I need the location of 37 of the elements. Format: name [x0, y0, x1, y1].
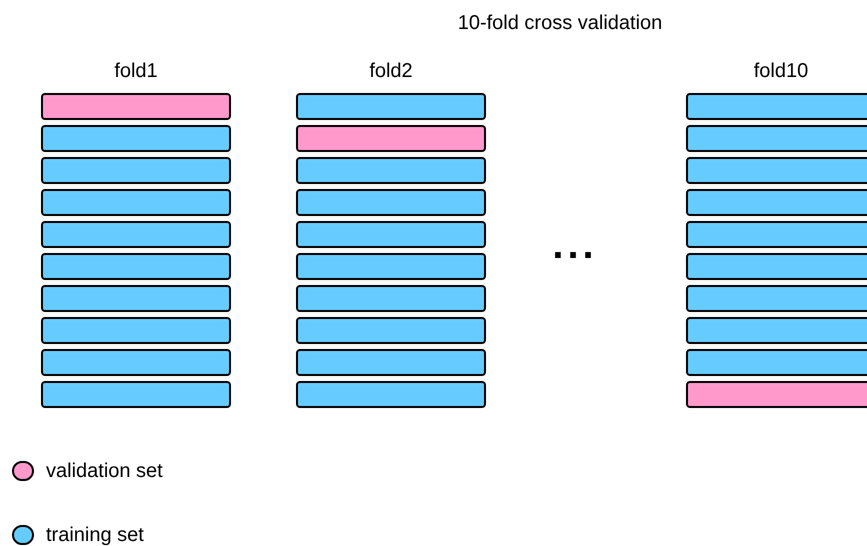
- validation-bar: [296, 125, 486, 152]
- training-bar: [41, 285, 231, 312]
- fold-label: fold1: [113, 59, 159, 84]
- training-bar: [296, 381, 486, 408]
- training-bar: [686, 317, 867, 344]
- training-bar: [686, 189, 867, 216]
- training-bar: [296, 253, 486, 280]
- training-bar: [41, 157, 231, 184]
- legend-text: validation set: [46, 459, 163, 484]
- validation-bar: [41, 93, 231, 120]
- training-bar: [296, 157, 486, 184]
- training-bar: [296, 93, 486, 120]
- training-bar: [296, 317, 486, 344]
- training-bar: [41, 317, 231, 344]
- training-bar: [686, 125, 867, 152]
- training-bar: [686, 93, 867, 120]
- fold-label: fold10: [752, 59, 810, 84]
- training-bar: [686, 157, 867, 184]
- legend-text: training set: [46, 523, 144, 546]
- training-bar: [296, 285, 486, 312]
- training-bar: [686, 221, 867, 248]
- training-bar: [296, 189, 486, 216]
- training-bar: [41, 189, 231, 216]
- ellipsis: ...: [551, 222, 599, 269]
- fold-label: fold2: [368, 59, 414, 84]
- training-bar: [296, 221, 486, 248]
- validation-bar: [686, 381, 867, 408]
- training-bar: [686, 285, 867, 312]
- training-bar: [41, 125, 231, 152]
- training-bar: [41, 349, 231, 376]
- training-bar: [686, 253, 867, 280]
- training-bar: [296, 349, 486, 376]
- diagram-title: 10-fold cross validation: [456, 11, 664, 36]
- training-bar: [41, 253, 231, 280]
- training-bar: [686, 349, 867, 376]
- training-bar: [41, 381, 231, 408]
- training-bar: [41, 221, 231, 248]
